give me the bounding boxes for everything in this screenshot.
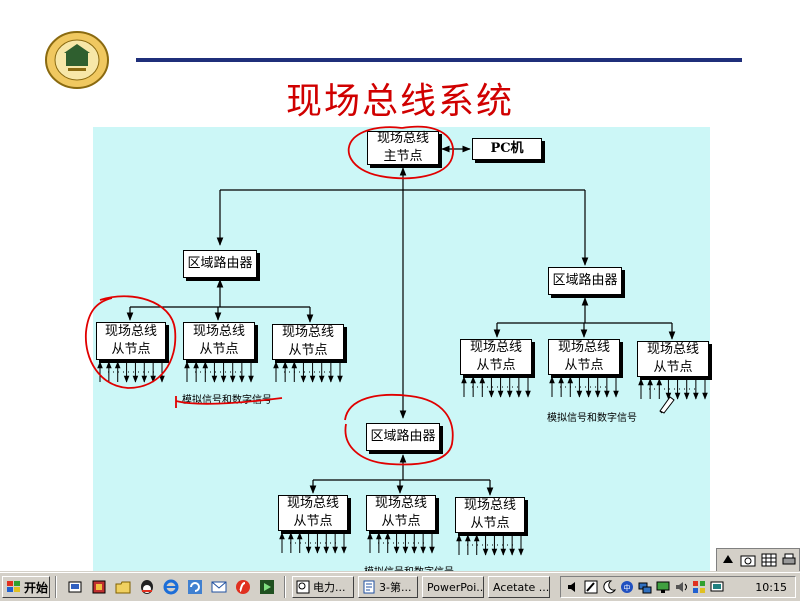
router-left: 区域路由器 xyxy=(183,250,257,278)
task-button[interactable]: Acetate ... xyxy=(488,576,550,598)
slave-node-line1: 现场总线 xyxy=(281,325,334,340)
qq-icon[interactable] xyxy=(138,578,156,596)
clock: 10:15 xyxy=(755,581,787,594)
task-label: Acetate ... xyxy=(493,580,550,594)
taskbar-separator xyxy=(55,576,57,598)
title-rule xyxy=(136,58,742,62)
signal-caption-right: 模拟信号和数字信号 xyxy=(547,413,637,424)
slave-node-line1: 现场总线 xyxy=(374,496,427,511)
master-node: 现场总线 主节点 xyxy=(367,131,439,165)
speaker-icon[interactable] xyxy=(673,579,689,595)
arrow-tool-icon[interactable] xyxy=(718,550,738,570)
slave-node-line2: 从节点 xyxy=(381,514,421,529)
taskbar-separator xyxy=(284,576,286,598)
grid-icon[interactable] xyxy=(759,550,779,570)
master-node-line2: 主节点 xyxy=(383,149,423,164)
system-tray: 中 10:15 xyxy=(560,576,796,598)
slave-node: 现场总线 从节点 xyxy=(455,497,525,533)
monitor-icon[interactable] xyxy=(709,579,725,595)
ie-icon[interactable] xyxy=(162,578,180,596)
master-node-line1: 现场总线 xyxy=(376,131,429,146)
slave-node: 现场总线 从节点 xyxy=(460,339,532,375)
pen-icon[interactable] xyxy=(583,579,599,595)
router-bottom: 区域路由器 xyxy=(366,423,440,451)
router-right: 区域路由器 xyxy=(548,267,622,295)
slave-node-line1: 现场总线 xyxy=(557,340,610,355)
slave-node: 现场总线 从节点 xyxy=(637,341,709,377)
player-icon[interactable] xyxy=(258,578,276,596)
moon-icon[interactable] xyxy=(601,579,617,595)
task-label: 3-第... xyxy=(379,581,412,594)
slave-node-line2: 从节点 xyxy=(564,358,604,373)
svg-text:中: 中 xyxy=(624,583,631,592)
university-logo-icon xyxy=(45,31,109,89)
slave-node-line1: 现场总线 xyxy=(469,340,522,355)
slave-node-line1: 现场总线 xyxy=(286,496,339,511)
slave-node-line2: 从节点 xyxy=(653,360,693,375)
slave-node: 现场总线 从节点 xyxy=(548,339,620,375)
slave-node: 现场总线 从节点 xyxy=(272,324,344,360)
slave-node-line2: 从节点 xyxy=(111,342,151,357)
taskbar: 开始 电力... 3-第... PowerPoi... Acetate ... xyxy=(0,572,800,601)
slave-node: 现场总线 从节点 xyxy=(96,322,166,360)
display-icon[interactable] xyxy=(655,579,671,595)
security-icon[interactable] xyxy=(691,579,707,595)
start-label: 开始 xyxy=(24,580,49,595)
pc-node-label: PC机 xyxy=(490,141,524,156)
windows-logo-icon xyxy=(7,581,20,592)
refresh-icon[interactable] xyxy=(186,578,204,596)
folder-icon[interactable] xyxy=(114,578,132,596)
slave-node-line2: 从节点 xyxy=(476,358,516,373)
desktop-icon[interactable] xyxy=(66,578,84,596)
print-icon[interactable] xyxy=(780,550,800,570)
slave-node: 现场总线 从节点 xyxy=(366,495,436,531)
task-button[interactable]: 3-第... xyxy=(358,576,418,598)
router-bottom-label: 区域路由器 xyxy=(370,429,436,444)
slave-node-line2: 从节点 xyxy=(199,342,239,357)
slide: 现场总线系统 xyxy=(45,31,800,572)
slave-node-line2: 从节点 xyxy=(470,516,510,531)
volume-icon[interactable] xyxy=(565,579,581,595)
slave-node: 现场总线 从节点 xyxy=(278,495,348,531)
task-label: 电力... xyxy=(313,581,346,594)
ime-icon[interactable]: 中 xyxy=(619,579,635,595)
router-right-label: 区域路由器 xyxy=(552,273,618,288)
task-label: PowerPoi... xyxy=(427,580,484,594)
router-left-label: 区域路由器 xyxy=(187,256,253,271)
slave-node-line1: 现场总线 xyxy=(192,324,245,339)
pc-node: PC机 xyxy=(472,138,542,160)
slave-node-line2: 从节点 xyxy=(288,343,328,358)
slave-node-line1: 现场总线 xyxy=(463,498,516,513)
media-icon[interactable] xyxy=(90,578,108,596)
task-button[interactable]: PowerPoi... xyxy=(422,576,484,598)
signal-caption-bottom: 模拟信号和数字信号 xyxy=(364,563,454,572)
start-button[interactable]: 开始 xyxy=(2,576,50,598)
slide-camera-icon[interactable] xyxy=(739,550,759,570)
network-icon[interactable] xyxy=(637,579,653,595)
task-button[interactable]: 电力... xyxy=(292,576,354,598)
slave-node-line1: 现场总线 xyxy=(646,342,699,357)
pen-toolbar xyxy=(716,548,800,572)
flash-icon[interactable] xyxy=(234,578,252,596)
slave-node-line2: 从节点 xyxy=(293,514,333,529)
outlook-icon[interactable] xyxy=(210,578,228,596)
page-title: 现场总线系统 xyxy=(285,81,514,122)
app-icon xyxy=(296,580,310,594)
slave-node-line1: 现场总线 xyxy=(104,324,157,339)
document-icon xyxy=(363,580,375,594)
slave-node: 现场总线 从节点 xyxy=(183,322,255,360)
signal-caption-left: 模拟信号和数字信号 xyxy=(182,395,272,406)
